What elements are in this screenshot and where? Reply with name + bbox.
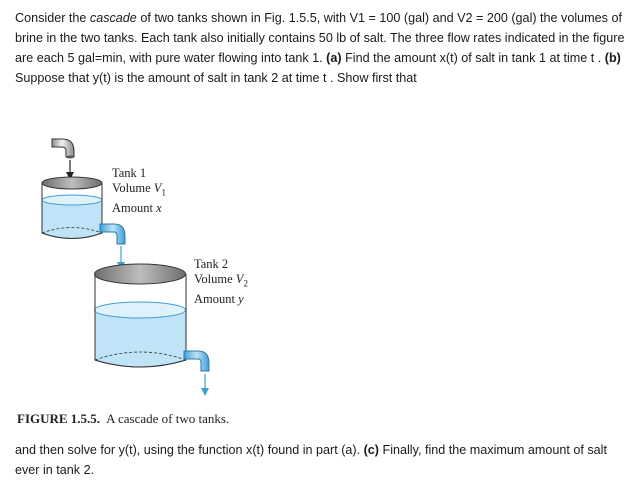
outlet-arrowhead (201, 388, 209, 396)
text-segment: Finally, find the maximum amount of salt… (15, 443, 607, 477)
inlet-pipe (51, 138, 75, 159)
figure-caption-text: A cascade of two tanks. (106, 411, 230, 426)
tank-1-outlet-pipe (99, 223, 126, 245)
tank-1 (41, 176, 103, 239)
tank-2-name: Tank 2 (194, 257, 229, 271)
tank-1-labels: Tank 1 Volume V1 Amount x (112, 166, 166, 216)
text-segment: Consider the (15, 11, 90, 25)
tank-2-amount: Amount y (194, 291, 244, 306)
tank-2-labels: Tank 2 Volume V2 Amount y (194, 257, 248, 307)
part-b-label: (b) (604, 51, 621, 65)
tank-1-amount: Amount x (112, 200, 162, 215)
problem-paragraph-2: and then solve for y(t), using the funct… (15, 440, 627, 480)
text-segment: Find the amount x(t) of salt in tank 1 a… (341, 51, 605, 65)
text-segment: of two tanks shown in Fig. 1.5.5, with V… (15, 11, 625, 65)
tank-1-volume: Volume V1 (112, 181, 166, 198)
cascade-emphasis: cascade (89, 11, 137, 25)
text-segment: and then solve for y(t), using the funct… (15, 443, 364, 457)
inlet-arrowhead (66, 172, 74, 180)
problem-paragraph-1: Consider the cascade of two tanks shown … (15, 8, 627, 88)
figure-number: FIGURE 1.5.5. (17, 411, 101, 426)
tank-2-volume: Volume V2 (194, 272, 248, 289)
figure-caption: FIGURE 1.5.5. A cascade of two tanks. (17, 411, 229, 427)
text-segment: Suppose that y(t) is the amount of salt … (15, 71, 417, 85)
tank-1-name: Tank 1 (112, 166, 147, 180)
tank-2-outlet-pipe (183, 350, 210, 372)
part-c-label: (c) (363, 443, 380, 457)
part-a-label: (a) (326, 51, 342, 65)
tank-2 (94, 263, 187, 368)
